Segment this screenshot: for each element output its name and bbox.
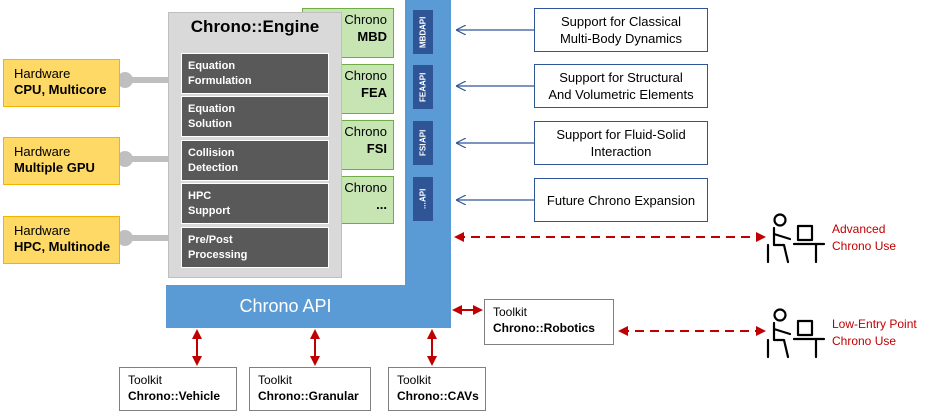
- hw-connector-dot-2: [117, 151, 133, 167]
- hardware-hpc-box: Hardware HPC, Multinode: [3, 216, 120, 264]
- engine-item-line1: Pre/Post: [188, 234, 233, 246]
- hardware-type: Multiple GPU: [14, 160, 95, 175]
- user-at-desk-icon: [766, 213, 826, 264]
- module-label: Chrono: [344, 68, 387, 83]
- toolkit-robotics-box: Toolkit Chrono::Robotics: [484, 299, 614, 345]
- engine-item-pre-post-processing: Pre/Post Processing: [181, 227, 329, 268]
- user-low-entry-label: Low-Entry Point Chrono Use: [832, 316, 917, 350]
- toolkit-name: Chrono::Robotics: [493, 321, 595, 335]
- toolkit-label: Toolkit: [397, 373, 432, 387]
- module-label: Chrono: [344, 124, 387, 139]
- user-label-line1: Advanced: [832, 222, 886, 236]
- support-fsi-box: Support for Fluid-Solid Interaction: [534, 121, 708, 165]
- hardware-cpu-box: Hardware CPU, Multicore: [3, 59, 120, 107]
- engine-item-line2: Support: [188, 205, 231, 217]
- toolkit-cavs-box: Toolkit Chrono::CAVs: [388, 367, 486, 411]
- user-label-line2: Chrono Use: [832, 334, 897, 348]
- toolkit-name: Chrono::CAVs: [397, 389, 479, 403]
- engine-item-line1: Equation: [188, 60, 236, 72]
- engine-item-collision-detection: Collision Detection: [181, 140, 329, 181]
- engine-item-equation-formulation: Equation Formulation: [181, 53, 329, 94]
- toolkit-name: Chrono::Granular: [258, 389, 359, 403]
- engine-title: Chrono::Engine: [190, 17, 320, 36]
- user-advanced-label: Advanced Chrono Use: [832, 221, 896, 255]
- toolkit-label: Toolkit: [128, 373, 163, 387]
- engine-item-line2: Processing: [188, 249, 248, 261]
- chrono-api-label: Chrono API: [239, 296, 332, 316]
- hardware-label: Hardware: [14, 223, 71, 238]
- hardware-gpu-box: Hardware Multiple GPU: [3, 137, 120, 185]
- engine-item-hpc-support: HPC Support: [181, 183, 329, 224]
- toolkit-label: Toolkit: [258, 373, 293, 387]
- module-name: FEA: [361, 85, 387, 100]
- user-at-desk-icon: [766, 308, 826, 359]
- hw-connector-dot-3: [117, 230, 133, 246]
- hardware-type: HPC, Multinode: [14, 239, 111, 254]
- user-label-line2: Chrono Use: [832, 239, 897, 253]
- toolkit-granular-box: Toolkit Chrono::Granular: [249, 367, 371, 411]
- engine-item-equation-solution: Equation Solution: [181, 96, 329, 137]
- module-label: Chrono: [344, 180, 387, 195]
- toolkit-vehicle-box: Toolkit Chrono::Vehicle: [119, 367, 237, 411]
- engine-item-line2: Detection: [188, 162, 239, 174]
- hw-connector-dot-1: [117, 72, 133, 88]
- hardware-type: CPU, Multicore: [14, 82, 107, 97]
- chrono-api-bar: [166, 285, 451, 328]
- user-label-line1: Low-Entry Point: [832, 317, 917, 331]
- engine-item-line1: Equation: [188, 103, 236, 115]
- module-name: ...: [376, 197, 387, 212]
- engine-item-line1: Collision: [188, 147, 235, 159]
- engine-item-line1: HPC: [188, 190, 212, 202]
- module-name: FSI: [366, 141, 387, 156]
- support-mbd-box: Support for Classical Multi-Body Dynamic…: [534, 8, 708, 52]
- support-fea-box: Support for Structural And Volumetric El…: [534, 64, 708, 108]
- hardware-label: Hardware: [14, 66, 71, 81]
- module-name: MBD: [357, 29, 387, 44]
- support-future-box: Future Chrono Expansion: [534, 178, 708, 222]
- toolkit-name: Chrono::Vehicle: [128, 389, 221, 403]
- chrono-engine-box: Chrono::Engine Equation Formulation Equa…: [168, 12, 342, 278]
- hw-connector-2: [117, 156, 169, 162]
- engine-item-line2: Solution: [188, 118, 232, 130]
- module-label: Chrono: [344, 12, 387, 27]
- hw-connector-3: [117, 235, 169, 241]
- hw-connector-1: [117, 77, 169, 83]
- toolkit-label: Toolkit: [493, 305, 528, 319]
- hardware-label: Hardware: [14, 144, 71, 159]
- engine-item-line2: Formulation: [188, 75, 252, 87]
